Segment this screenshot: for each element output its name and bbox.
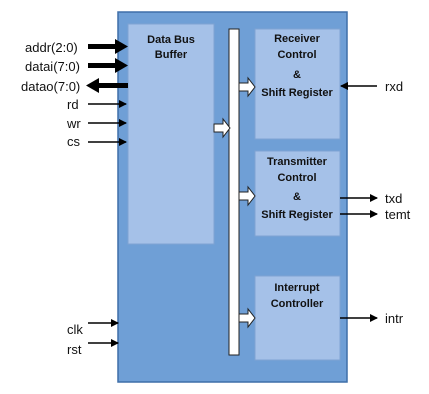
datao-bus-arrow bbox=[86, 78, 128, 93]
transmitter-block: Transmitter Control & Shift Register bbox=[254, 150, 341, 237]
bus-arrow-bus-to-receiver bbox=[238, 76, 256, 98]
datai-label: datai(7:0) bbox=[25, 59, 80, 74]
receiver-label-line1: Receiver bbox=[274, 33, 321, 45]
txd-label: txd bbox=[385, 191, 402, 206]
receiver-label-line2: Control bbox=[277, 49, 316, 61]
cs-label: cs bbox=[67, 134, 81, 149]
transmitter-label-line4: Shift Register bbox=[261, 209, 333, 221]
rxd-label: rxd bbox=[385, 79, 403, 94]
datai-bus-arrow bbox=[88, 58, 128, 73]
internal-data-bus bbox=[228, 28, 240, 356]
wr-label: wr bbox=[66, 116, 81, 131]
intr-label: intr bbox=[385, 311, 404, 326]
interrupt-controller-block: Interrupt Controller bbox=[254, 275, 341, 361]
addr-label: addr(2:0) bbox=[25, 40, 78, 55]
data-bus-buffer-label-line1: Data Bus bbox=[147, 34, 195, 46]
receiver-label-line4: Shift Register bbox=[261, 87, 333, 99]
rd-label: rd bbox=[67, 97, 79, 112]
temt-label: temt bbox=[385, 207, 411, 222]
interrupt-label-line1: Interrupt bbox=[274, 282, 320, 294]
addr-bus-arrow bbox=[88, 39, 128, 54]
receiver-block: Receiver Control & Shift Register bbox=[254, 28, 341, 140]
transmitter-label-line2: Control bbox=[277, 172, 316, 184]
transmitter-label-line1: Transmitter bbox=[267, 156, 328, 168]
transmitter-label-line3: & bbox=[293, 191, 301, 203]
receiver-label-line3: & bbox=[293, 69, 301, 81]
interrupt-label-line2: Controller bbox=[271, 298, 324, 310]
bus-arrow-bus-to-transmitter bbox=[238, 185, 256, 207]
datao-label: datao(7:0) bbox=[21, 79, 80, 94]
rst-label: rst bbox=[67, 342, 82, 357]
clk-label: clk bbox=[67, 322, 83, 337]
data-bus-buffer-block: Data Bus Buffer bbox=[127, 23, 215, 245]
bus-arrow-buffer-to-bus bbox=[213, 117, 231, 139]
data-bus-buffer-label-line2: Buffer bbox=[155, 49, 188, 61]
bus-arrow-bus-to-interrupt bbox=[238, 307, 256, 329]
